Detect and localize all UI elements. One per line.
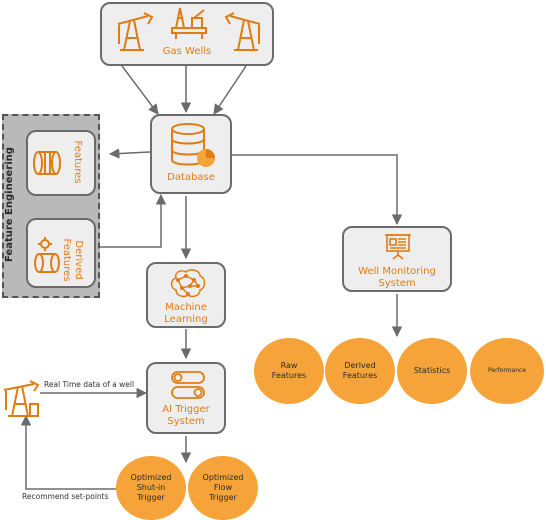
arrow-db-to-monitoring — [232, 154, 403, 226]
features-node: Features — [26, 130, 96, 196]
output-performance: Performance — [470, 338, 544, 404]
database-icon — [171, 123, 215, 167]
machine-learning-node: Machine Learning — [146, 262, 226, 328]
arrow-fe-to-db — [100, 193, 167, 248]
output-statistics: Statistics — [397, 338, 467, 404]
cylinder-icon — [33, 151, 61, 175]
arrow-wells-to-db-left — [121, 65, 159, 115]
gear-cylinder-icon — [34, 237, 60, 273]
toggle-switch-icon — [171, 371, 205, 399]
output-shut-in-trigger: Optimized Shut-in Trigger — [116, 456, 186, 520]
offshore-rig-icon — [171, 7, 207, 39]
arrow-wells-to-db-right — [213, 65, 247, 115]
brain-network-icon — [170, 269, 206, 298]
presentation-board-icon — [385, 234, 411, 260]
realtime-edge-label: Real Time data of a well — [44, 380, 135, 389]
gas-wells-node: Gas Wells — [100, 2, 274, 66]
arrow-db-to-fe — [108, 148, 151, 159]
database-label: Database — [167, 172, 215, 183]
well-monitoring-node: Well Monitoring System — [342, 226, 452, 292]
ai-trigger-label: AI Trigger System — [162, 404, 210, 427]
derived-features-node: Derived Features — [26, 218, 96, 288]
database-node: Database — [150, 114, 232, 194]
oil-pumpjack-icon — [3, 380, 40, 417]
recommend-edge-label: Recommend set-points — [22, 492, 109, 501]
machine-learning-label: Machine Learning — [164, 302, 208, 325]
output-raw-features: Raw Features — [254, 338, 324, 404]
oil-pumpjack-icon — [117, 12, 154, 51]
features-label: Features — [72, 140, 83, 184]
gas-wells-label: Gas Wells — [162, 46, 212, 57]
ai-trigger-node: AI Trigger System — [146, 362, 226, 434]
feature-engineering-title: Feature Engineering — [4, 147, 15, 262]
output-flow-trigger: Optimized Flow Trigger — [188, 456, 258, 520]
arrow-recommend-to-well — [20, 414, 116, 490]
oil-pumpjack-icon — [224, 12, 261, 51]
derived-features-label: Derived Features — [61, 238, 84, 282]
output-derived-features: Derived Features — [325, 338, 395, 404]
well-monitoring-label: Well Monitoring System — [358, 266, 436, 289]
